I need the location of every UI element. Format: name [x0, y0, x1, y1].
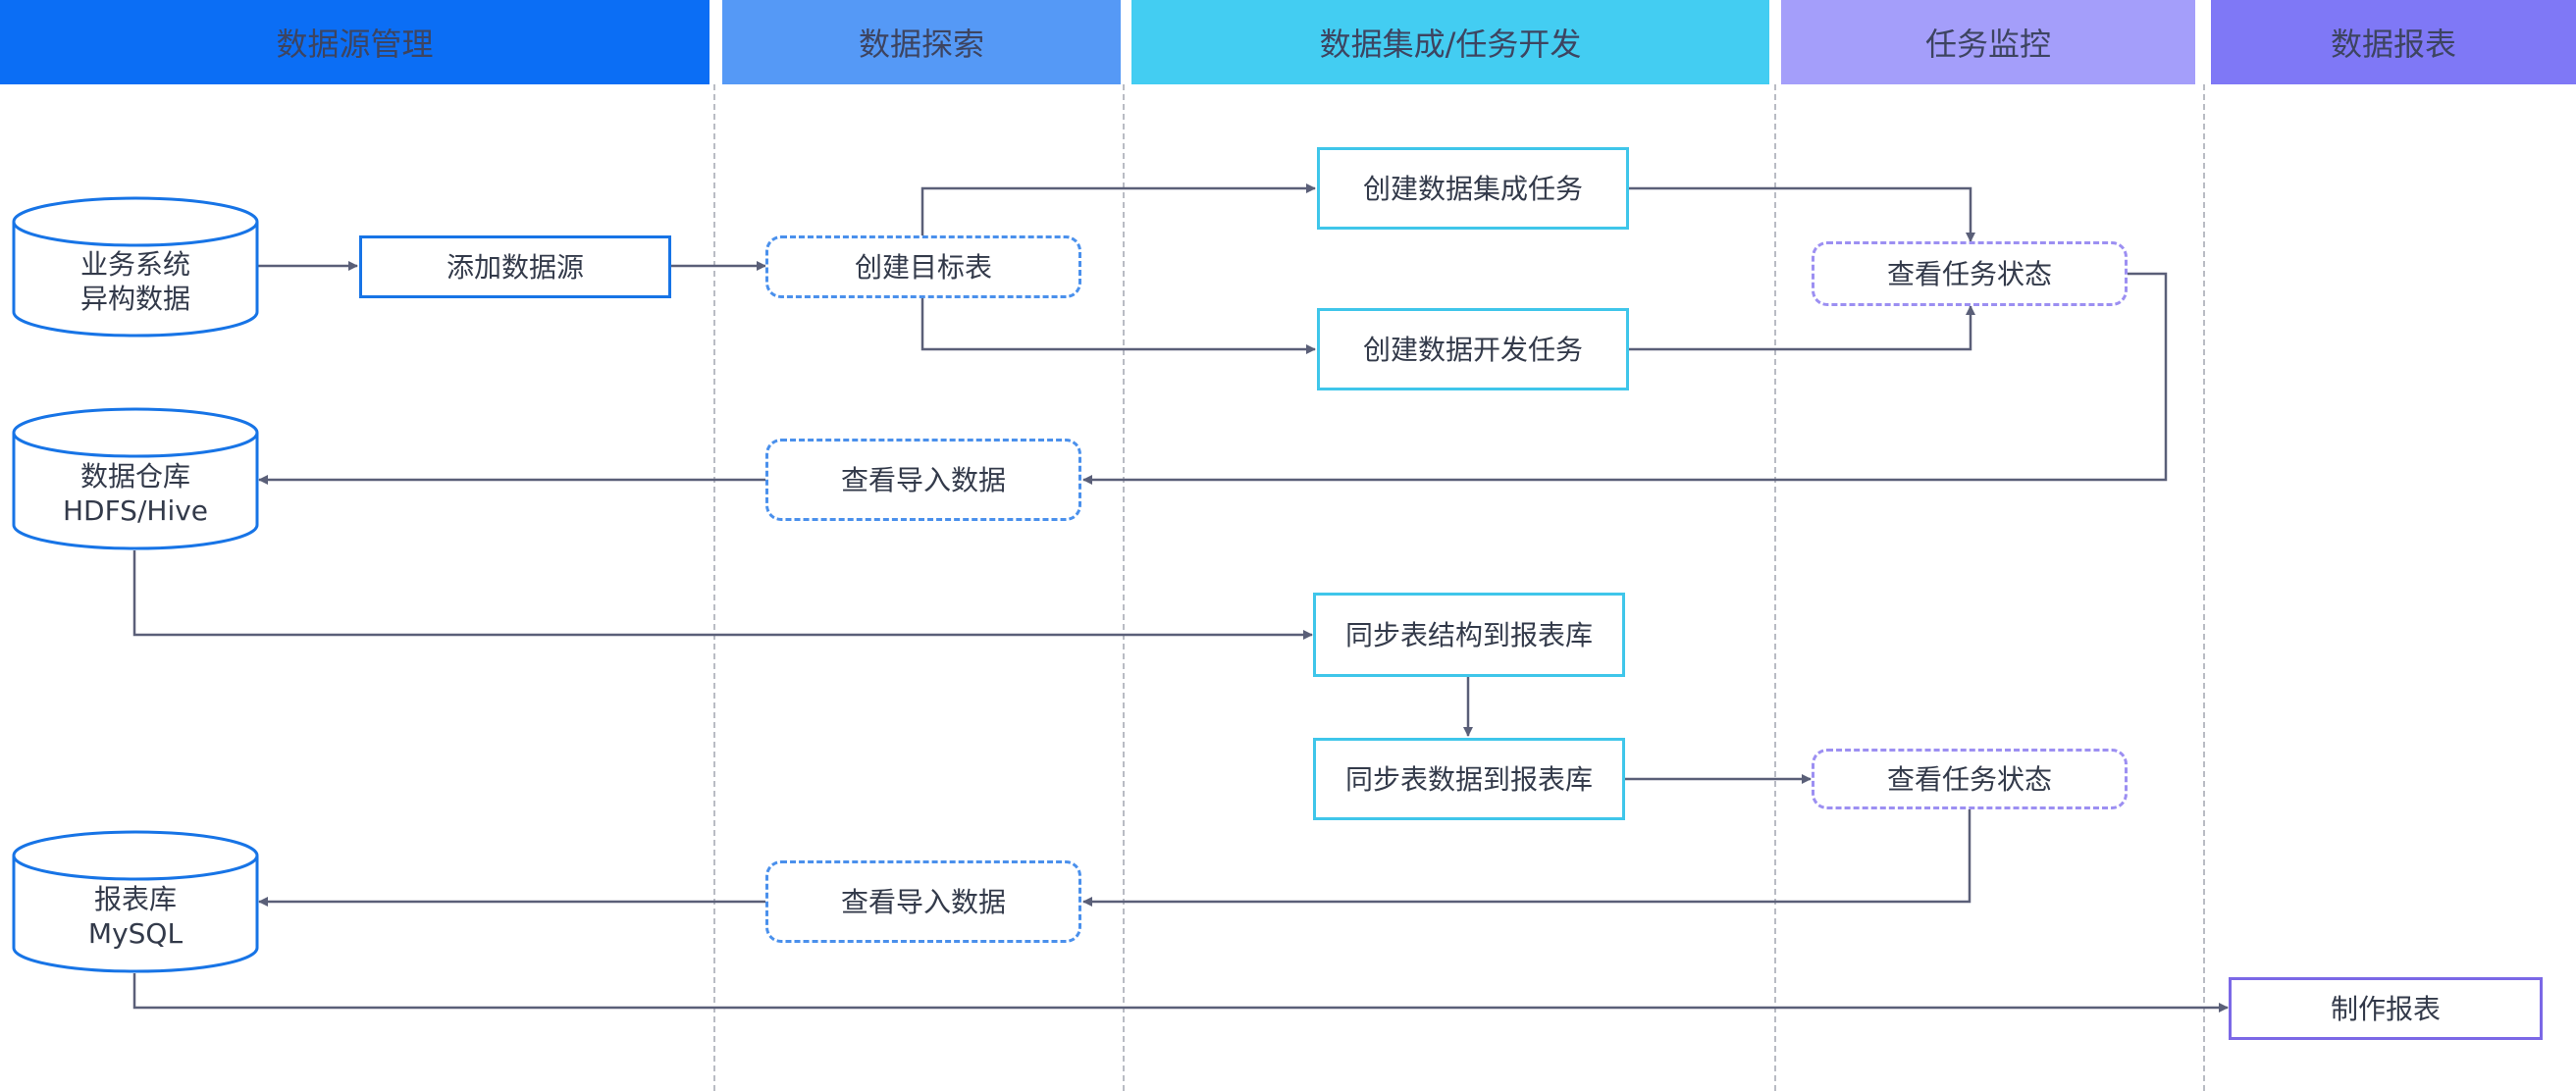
lane-header-label: 数据集成/任务开发 — [1319, 26, 1582, 63]
node-create-integration-task[interactable]: 创建数据集成任务 — [1317, 147, 1629, 230]
node-label: 添加数据源 — [446, 250, 584, 284]
node-sync-table-data[interactable]: 同步表数据到报表库 — [1313, 738, 1625, 820]
node-label: 查看导入数据 — [840, 463, 1006, 496]
node-label: 创建目标表 — [854, 250, 992, 284]
lane-divider — [713, 84, 715, 1091]
node-label: 创建数据集成任务 — [1362, 172, 1583, 205]
lane-header-integration-development: 数据集成/任务开发 — [1131, 0, 1769, 84]
connector-integration-task-to-status — [1629, 186, 1975, 242]
connector-dev-task-to-status — [1629, 305, 1975, 351]
lane-header-label: 数据源管理 — [276, 26, 434, 63]
connector-status-to-view-import — [1082, 272, 2168, 485]
lane-divider — [1123, 84, 1125, 1091]
node-make-report[interactable]: 制作报表 — [2229, 977, 2543, 1040]
connector-status-to-view-import-2 — [1082, 809, 1971, 907]
node-view-task-status-1[interactable]: 查看任务状态 — [1812, 241, 2128, 306]
node-label: 查看任务状态 — [1886, 762, 2052, 796]
node-label: 同步表数据到报表库 — [1344, 762, 1593, 796]
database-business-systems: 业务系统 异构数据 — [12, 196, 259, 338]
lane-header-label: 任务监控 — [1924, 26, 2051, 63]
node-label: 查看导入数据 — [840, 885, 1006, 918]
lane-header-data-report: 数据报表 — [2211, 0, 2576, 84]
connector-report-db-to-make-report — [132, 973, 2229, 1013]
database-label-line1: 报表库 — [93, 883, 177, 915]
lane-divider — [2203, 84, 2205, 1091]
connector-warehouse-to-sync-schema — [132, 550, 1313, 640]
node-view-task-status-2[interactable]: 查看任务状态 — [1812, 749, 2128, 809]
connector-create-table-to-integration-task — [920, 183, 1316, 235]
database-label-line2: 异构数据 — [79, 283, 190, 315]
lane-divider — [1774, 84, 1776, 1091]
database-label-line2: HDFS/Hive — [62, 494, 209, 527]
node-sync-table-schema[interactable]: 同步表结构到报表库 — [1313, 593, 1625, 677]
node-label: 查看任务状态 — [1886, 257, 2052, 290]
lane-header-task-monitoring: 任务监控 — [1781, 0, 2195, 84]
lane-header-data-exploration: 数据探索 — [722, 0, 1121, 84]
node-label: 制作报表 — [2330, 992, 2441, 1025]
database-label-line1: 业务系统 — [79, 248, 190, 281]
node-add-data-source[interactable]: 添加数据源 — [359, 235, 671, 298]
lane-header-data-source-management: 数据源管理 — [0, 0, 710, 84]
node-view-imported-data-2[interactable]: 查看导入数据 — [765, 860, 1081, 943]
lane-header-label: 数据报表 — [2330, 26, 2456, 63]
node-view-imported-data-1[interactable]: 查看导入数据 — [765, 439, 1081, 521]
lane-header-label: 数据探索 — [858, 26, 984, 63]
node-label: 创建数据开发任务 — [1362, 333, 1583, 366]
database-warehouse: 数据仓库 HDFS/Hive — [12, 407, 259, 550]
database-label-line2: MySQL — [87, 917, 184, 950]
node-create-target-table[interactable]: 创建目标表 — [765, 235, 1081, 298]
node-create-dev-task[interactable]: 创建数据开发任务 — [1317, 308, 1629, 390]
database-label-line1: 数据仓库 — [79, 460, 190, 493]
connector-create-table-to-dev-task — [920, 296, 1316, 354]
node-label: 同步表结构到报表库 — [1344, 618, 1593, 651]
database-report-db: 报表库 MySQL — [12, 830, 259, 973]
